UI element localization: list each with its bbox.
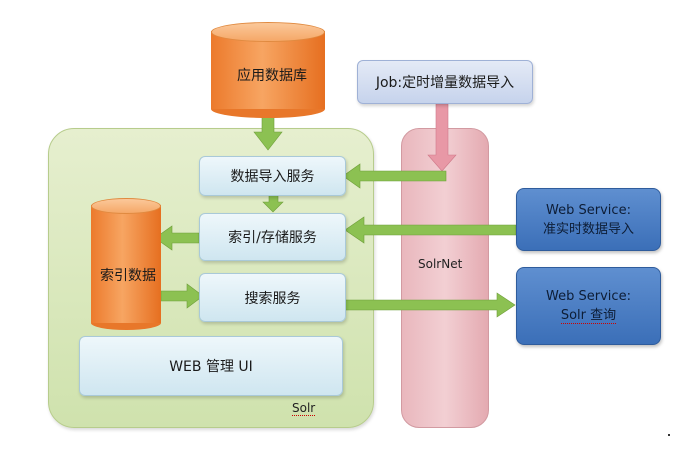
arrow-data-to-search: [160, 283, 204, 309]
ws-query-line2-wrap: Solr 查询: [560, 306, 617, 325]
arrow-search-to-wsquery: [343, 292, 516, 318]
ws-query-line1: Web Service:: [546, 289, 631, 304]
solr-label: Solr: [292, 401, 316, 416]
web-admin-ui-box: WEB 管理 UI: [79, 336, 343, 396]
index-data-label: 索引数据: [100, 268, 156, 284]
index-storage-service-box: 索引/存储服务: [199, 213, 346, 261]
job-box: Job:定时增量数据导入: [357, 60, 533, 104]
search-service-box: 搜索服务: [199, 273, 346, 322]
data-import-service-box: 数据导入服务: [199, 156, 346, 196]
solrnet-label: SolrNet: [418, 257, 463, 271]
arrow-wsimport-to-index: [344, 216, 517, 244]
index-storage-service-label: 索引/存储服务: [228, 230, 317, 246]
search-service-label: 搜索服务: [244, 290, 301, 307]
corner-dot: [668, 434, 670, 436]
ws-import-line2: 准实时数据导入: [542, 221, 634, 237]
arrow-job-to-solrnet: [427, 103, 457, 172]
web-service-solr-query-box: Web Service: Solr 查询: [516, 267, 661, 345]
ws-query-line2: Solr 查询: [560, 308, 617, 324]
arrow-appdb-to-import: [253, 114, 283, 151]
data-import-service-label: 数据导入服务: [230, 169, 315, 185]
app-database-label: 应用数据库: [237, 68, 307, 84]
web-service-realtime-import-box: Web Service: 准实时数据导入: [516, 188, 661, 251]
ws-import-line1: Web Service:: [546, 202, 631, 218]
arrow-solrnet-to-import: [342, 163, 447, 189]
arrow-index-to-data: [154, 225, 200, 251]
arrow-import-to-index: [262, 193, 284, 213]
web-admin-ui-label: WEB 管理 UI: [169, 359, 253, 375]
job-label: Job:定时增量数据导入: [375, 75, 515, 91]
index-data-cylinder: [91, 198, 161, 330]
app-database-cylinder: [211, 22, 325, 118]
